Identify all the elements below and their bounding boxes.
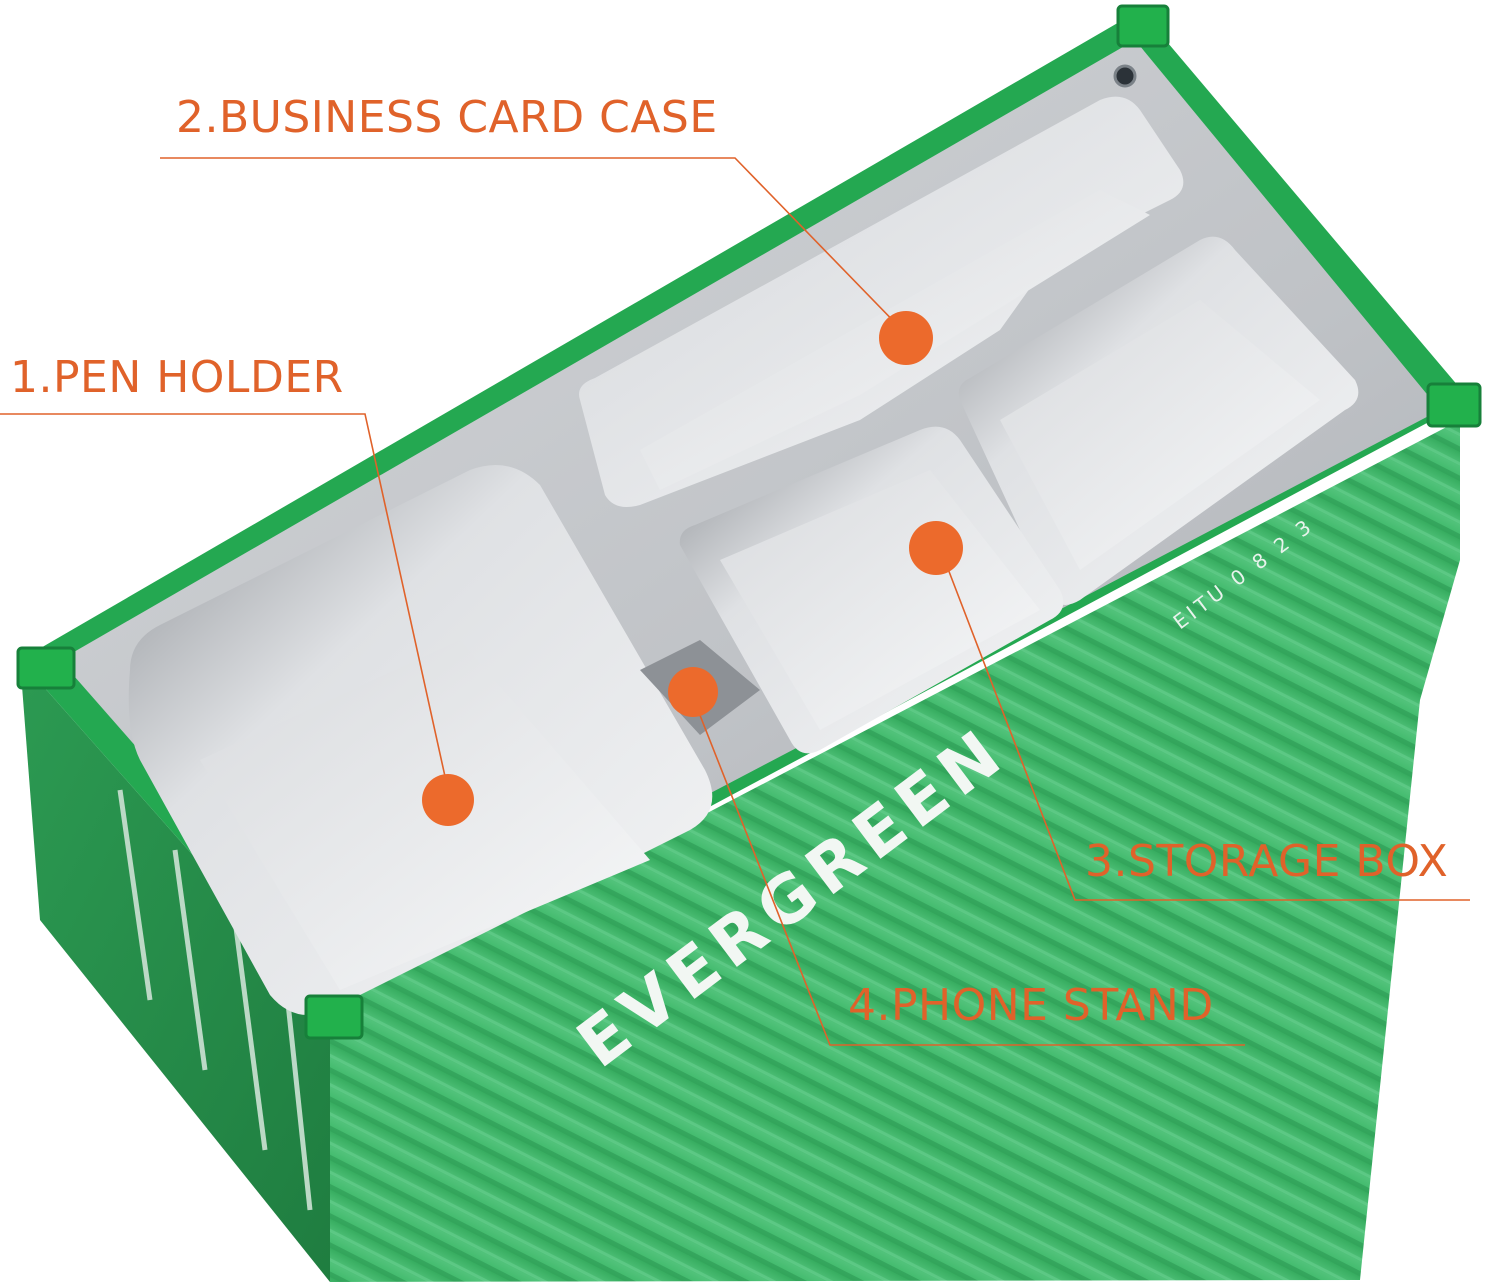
marker-dot-storage-box xyxy=(909,521,963,575)
container-side-panel xyxy=(330,420,1460,1282)
leader-line-business-card xyxy=(160,157,909,337)
door-lock-bars xyxy=(117,789,313,1211)
callout-pen-holder-label: 1.PEN HOLDER xyxy=(10,352,344,403)
container-door-end xyxy=(20,660,330,1282)
marker-dot-phone-stand xyxy=(668,667,718,717)
callout-dots xyxy=(422,311,963,826)
callout-phone-stand-label: 4.PHONE STAND xyxy=(848,980,1214,1031)
marker-dot-pen-holder xyxy=(422,774,474,826)
leader-line-pen-holder xyxy=(0,413,449,791)
corner-castings xyxy=(16,4,1482,1040)
callout-business-card-case-label: 2.BUSINESS CARD CASE xyxy=(176,92,718,143)
rim-hole-icon xyxy=(1113,64,1137,88)
callout-leader-lines xyxy=(0,157,1470,1046)
marker-dot-business-card xyxy=(879,311,933,365)
leader-line-storage-box xyxy=(939,547,1470,901)
callout-storage-box-label: 3.STORAGE BOX xyxy=(1085,836,1449,887)
leader-line-phone-stand xyxy=(691,694,1245,1046)
